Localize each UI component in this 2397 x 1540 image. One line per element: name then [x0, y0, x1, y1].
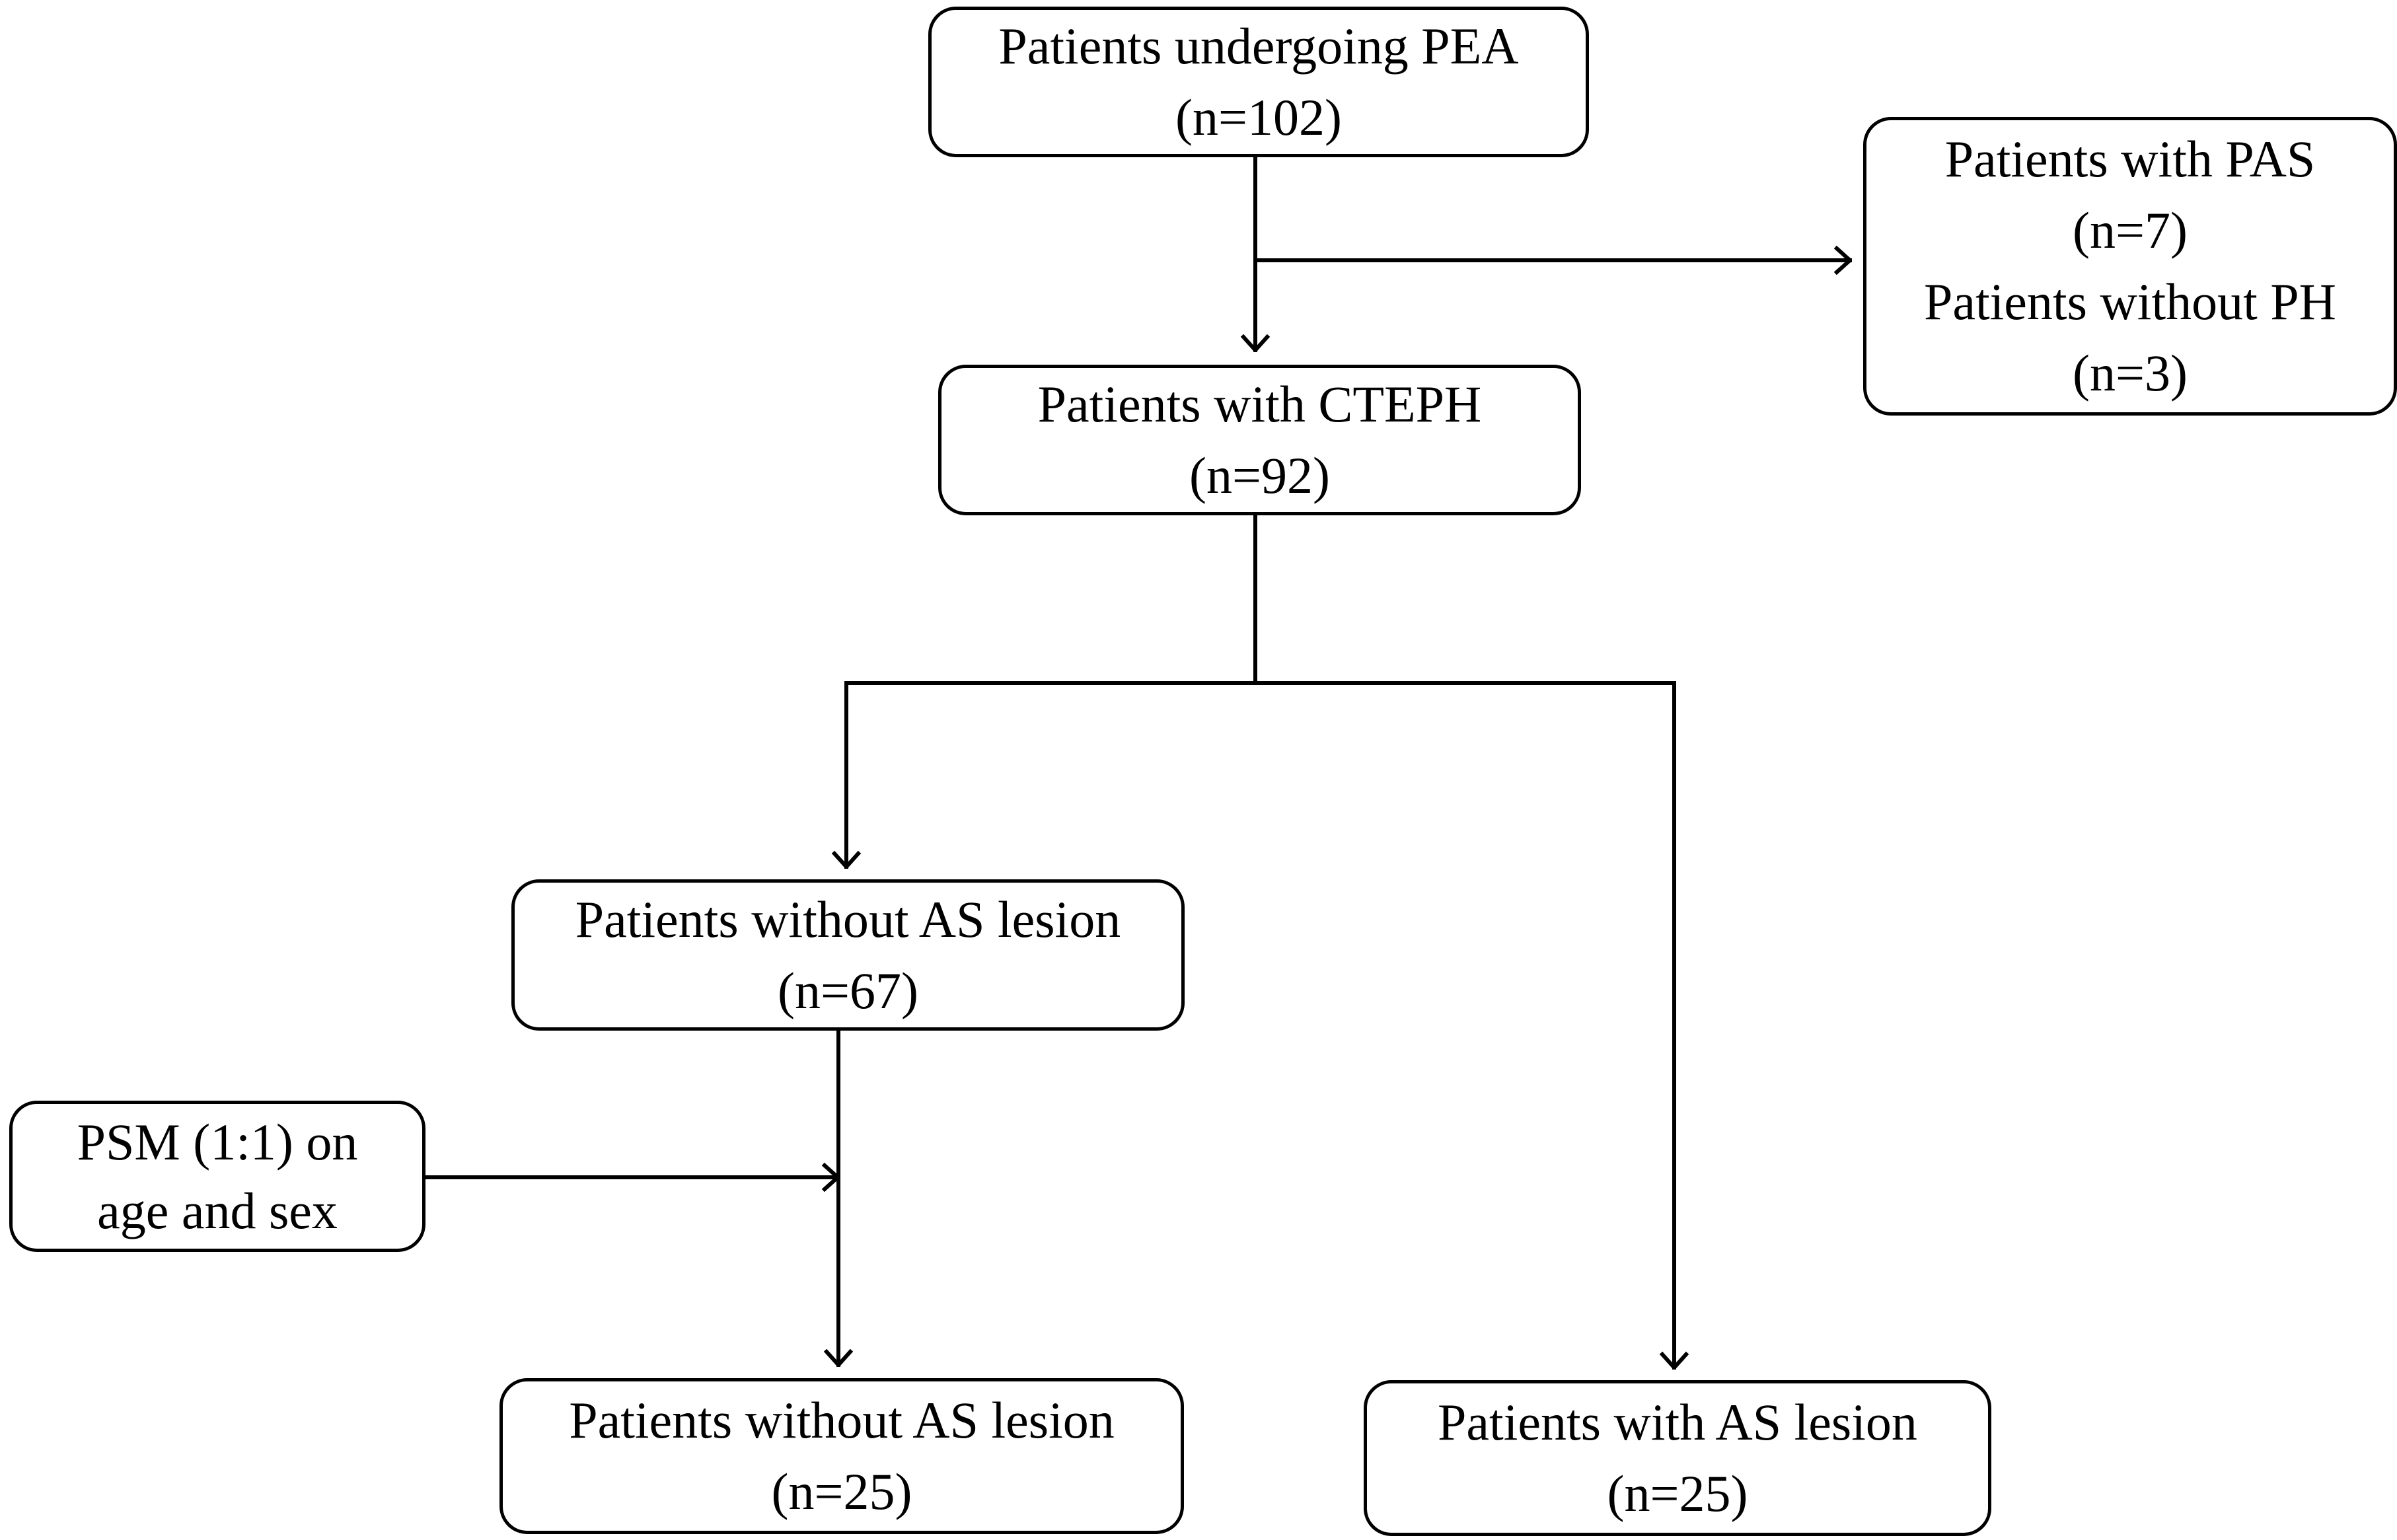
- pea-patients-count: (n=102): [1175, 89, 1342, 146]
- matched-without-as-lesion-label: Patients without AS lesion: [569, 1391, 1115, 1449]
- with-as-lesion-box: Patients with AS lesion (n=25): [1364, 1380, 1991, 1536]
- pas-patients-label: Patients with PAS: [1944, 130, 2316, 188]
- pea-patients-label: Patients undergoing PEA: [998, 17, 1519, 75]
- cteph-patients-box: Patients with CTEPH (n=92): [938, 365, 1581, 515]
- cteph-patients-count: (n=92): [1189, 447, 1330, 504]
- pas-patients-count: (n=7): [2073, 202, 2188, 259]
- excluded-patients-box: Patients with PAS (n=7) Patients without…: [1863, 117, 2397, 416]
- pea-patients-box: Patients undergoing PEA (n=102): [928, 7, 1589, 157]
- matched-without-as-lesion-count: (n=25): [771, 1463, 912, 1520]
- arrowhead-to-matched: [823, 1348, 854, 1367]
- psm-label-line2: age and sex: [97, 1181, 338, 1239]
- arrowhead-to-without-as: [831, 850, 862, 869]
- cteph-patients-label: Patients with CTEPH: [1037, 375, 1482, 433]
- psm-box: PSM (1:1) on age and sex: [9, 1101, 425, 1252]
- with-as-lesion-label: Patients with AS lesion: [1438, 1393, 1917, 1451]
- arrowhead-to-with-as: [1659, 1351, 1689, 1370]
- without-as-lesion-box: Patients without AS lesion (n=67): [511, 879, 1185, 1031]
- no-ph-patients-count: (n=3): [2073, 344, 2188, 402]
- arrowhead-to-excluded: [1833, 245, 1852, 275]
- with-as-lesion-count: (n=25): [1607, 1465, 1748, 1522]
- arrowhead-psm: [821, 1162, 840, 1192]
- without-as-lesion-label: Patients without AS lesion: [575, 890, 1121, 948]
- arrowhead-to-cteph: [1240, 334, 1271, 352]
- no-ph-patients-label: Patients without PH: [1923, 273, 2337, 330]
- without-as-lesion-count: (n=67): [778, 961, 918, 1019]
- matched-without-as-lesion-box: Patients without AS lesion (n=25): [499, 1378, 1184, 1534]
- psm-label-line1: PSM (1:1) on: [77, 1113, 358, 1171]
